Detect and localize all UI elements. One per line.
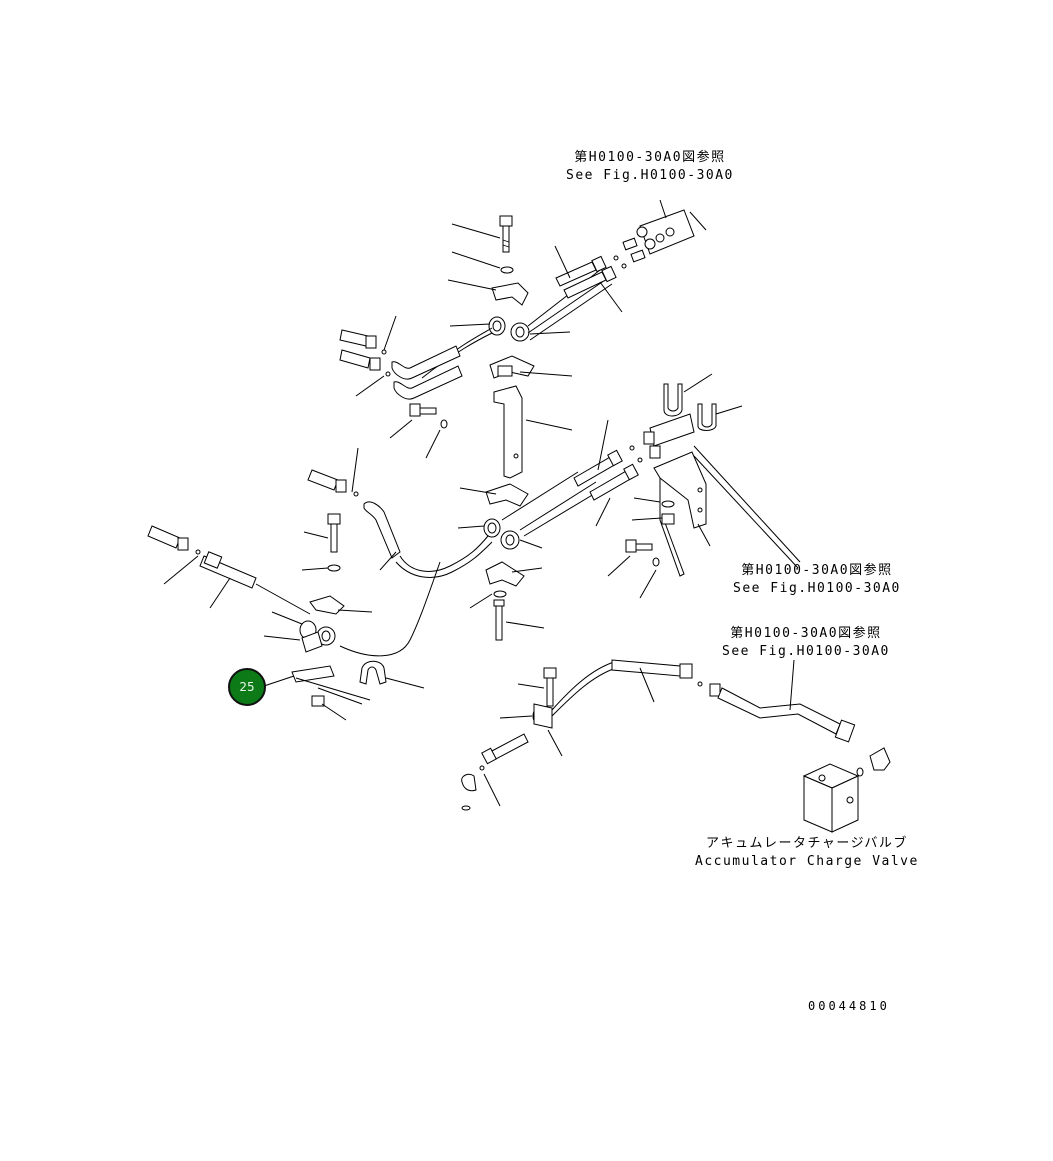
lower-hose-assembly [461, 659, 891, 833]
accumulator-label: アキュムレータチャージバルブ Accumulator Charge Valve [695, 835, 919, 871]
mounting-plate [653, 451, 707, 529]
reference-middle-en: See Fig.H0100-30A0 [733, 581, 901, 596]
reference-top-en: See Fig.H0100-30A0 [566, 168, 734, 183]
clamp-upper-top [491, 282, 529, 306]
accumulator-charge-valve [802, 763, 860, 833]
middle-bracket-assembly [389, 365, 573, 479]
left-hose-assembly [147, 447, 493, 721]
upper-hose-assembly [339, 199, 707, 400]
drawing-number: 00044810 [808, 999, 890, 1013]
reference-label-middle: 第H0100-30A0図参照 See Fig.H0100-30A0 [733, 562, 901, 598]
bolt-upper [499, 215, 513, 253]
accumulator-label-en: Accumulator Charge Valve [695, 854, 919, 869]
reference-top-jp: 第H0100-30A0図参照 [574, 150, 726, 165]
reference-label-top: 第H0100-30A0図参照 See Fig.H0100-30A0 [566, 149, 734, 185]
right-bracket-assembly [607, 373, 801, 599]
fitting-block-upper [622, 199, 707, 263]
reference-lower-en: See Fig.H0100-30A0 [722, 644, 890, 659]
callout-25[interactable]: 25 [228, 668, 266, 706]
washer-upper [500, 266, 514, 274]
rigid-pipe [717, 687, 841, 735]
reference-middle-jp: 第H0100-30A0図参照 [741, 563, 893, 578]
reference-label-lower: 第H0100-30A0図参照 See Fig.H0100-30A0 [722, 625, 890, 661]
accumulator-label-jp: アキュムレータチャージバルブ [706, 836, 908, 851]
middle-hose-assembly [457, 419, 643, 641]
reference-lower-jp: 第H0100-30A0図参照 [730, 626, 882, 641]
support-bracket [493, 385, 523, 479]
